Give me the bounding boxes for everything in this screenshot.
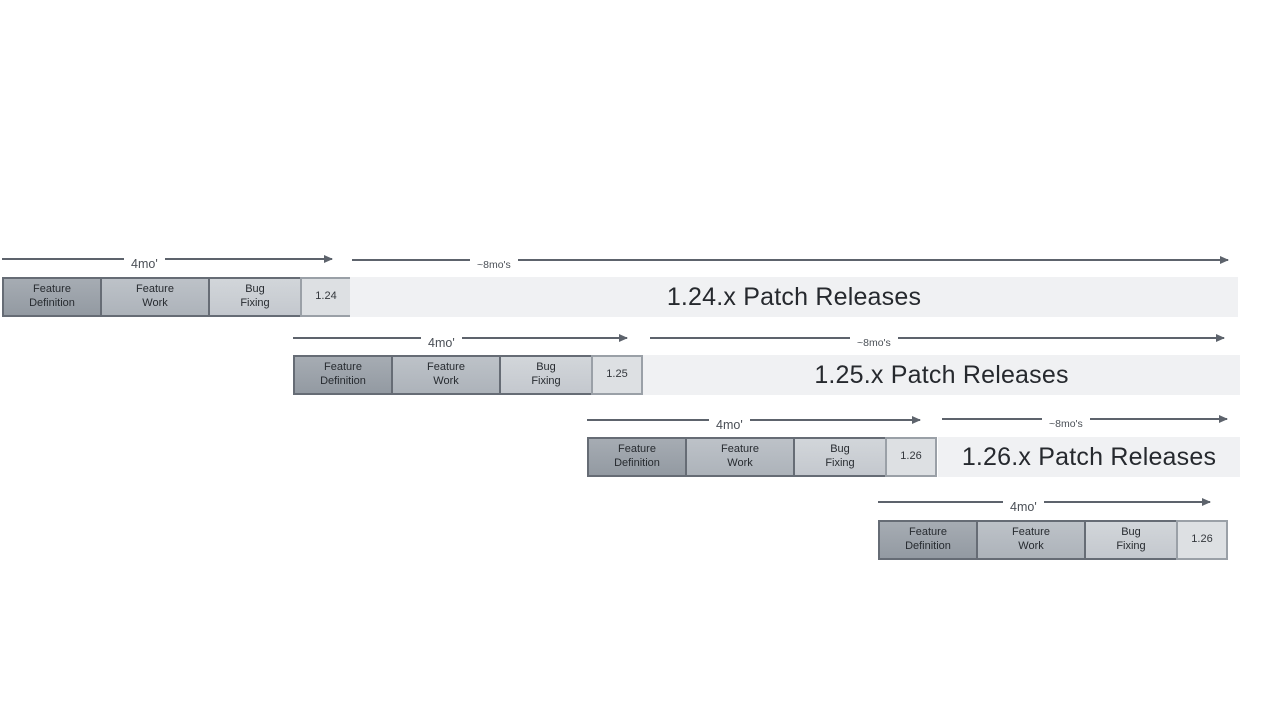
phase-box-bug-fixing: Bug Fixing bbox=[793, 437, 887, 477]
version-box-1.25: 1.25 bbox=[591, 355, 643, 395]
arrow-head-icon bbox=[749, 419, 920, 421]
patch-support-arrow-1.25: ~8mo's bbox=[650, 328, 1224, 349]
arrow-line bbox=[587, 419, 709, 421]
phase-label: Definition bbox=[29, 297, 75, 309]
phase-label: Work bbox=[433, 375, 459, 387]
phase-box-feature-work: Feature Work bbox=[100, 277, 210, 317]
patch-releases-label: 1.26.x Patch Releases bbox=[961, 442, 1217, 471]
patch-duration-label: ~8mo's bbox=[1049, 418, 1083, 430]
arrow-line bbox=[293, 337, 421, 339]
phase-label: Fixing bbox=[531, 375, 561, 387]
arrow-line bbox=[352, 259, 470, 261]
arrow-head-icon bbox=[461, 337, 627, 339]
version-label: 1.26 bbox=[1191, 533, 1213, 546]
phase-box-feature-definition: Feature Definition bbox=[2, 277, 102, 317]
arrow-head-icon bbox=[897, 337, 1224, 339]
phase-label: Feature bbox=[33, 283, 71, 296]
phase-box-bug-fixing: Bug Fixing bbox=[208, 277, 302, 317]
phase-row-1.25: Feature Definition Feature Work Bug Fixi… bbox=[293, 355, 643, 395]
phase-box-feature-work: Feature Work bbox=[391, 355, 501, 395]
phase-label: Feature bbox=[618, 443, 656, 456]
phase-row-1.26: Feature Definition Feature Work Bug Fixi… bbox=[587, 437, 937, 477]
phase-box-feature-work: Feature Work bbox=[976, 520, 1086, 560]
phase-label: Definition bbox=[905, 540, 951, 552]
version-box-1.24: 1.24 bbox=[300, 277, 352, 317]
phase-box-bug-fixing: Bug Fixing bbox=[1084, 520, 1178, 560]
arrow-head-icon bbox=[1043, 501, 1210, 503]
patch-releases-label: 1.25.x Patch Releases bbox=[814, 360, 1069, 389]
phase-label: Feature bbox=[136, 283, 174, 296]
dev-cycle-arrow-1.26: 4mo' bbox=[587, 410, 920, 432]
phase-label: Bug bbox=[830, 443, 850, 456]
phase-label: Fixing bbox=[1116, 540, 1146, 552]
version-label: 1.26 bbox=[900, 450, 922, 463]
phase-label: Feature bbox=[427, 361, 465, 374]
arrow-line bbox=[942, 418, 1042, 420]
patch-releases-label: 1.24.x Patch Releases bbox=[666, 282, 922, 311]
dev-duration-label: 4mo' bbox=[428, 336, 455, 350]
arrow-line bbox=[650, 337, 850, 339]
version-label: 1.24 bbox=[315, 290, 337, 303]
patch-support-arrow-1.26: ~8mo's bbox=[942, 409, 1227, 430]
phase-label: Fixing bbox=[240, 297, 270, 309]
phase-box-feature-definition: Feature Definition bbox=[293, 355, 393, 395]
phase-label: Bug bbox=[536, 361, 556, 374]
arrow-line bbox=[878, 501, 1003, 503]
version-box-next: 1.26 bbox=[1176, 520, 1228, 560]
phase-row-next: Feature Definition Feature Work Bug Fixi… bbox=[878, 520, 1228, 560]
phase-label: Bug bbox=[245, 283, 265, 296]
phase-label: Work bbox=[727, 457, 753, 469]
patch-releases-bar-1.26: 1.26.x Patch Releases bbox=[938, 437, 1240, 477]
patch-support-arrow-1.24: ~8mo's bbox=[352, 250, 1228, 271]
arrow-head-icon bbox=[517, 259, 1228, 261]
phase-box-feature-work: Feature Work bbox=[685, 437, 795, 477]
phase-box-bug-fixing: Bug Fixing bbox=[499, 355, 593, 395]
phase-label: Work bbox=[142, 297, 168, 309]
phase-label: Feature bbox=[324, 361, 362, 374]
phase-label: Work bbox=[1018, 540, 1044, 552]
phase-label: Feature bbox=[909, 526, 947, 539]
arrow-line bbox=[2, 258, 124, 260]
phase-label: Definition bbox=[320, 375, 366, 387]
phase-box-feature-definition: Feature Definition bbox=[587, 437, 687, 477]
dev-duration-label: 4mo' bbox=[131, 257, 158, 271]
arrow-head-icon bbox=[164, 258, 332, 260]
phase-row-1.24: Feature Definition Feature Work Bug Fixi… bbox=[2, 277, 352, 317]
phase-label: Feature bbox=[1012, 526, 1050, 539]
patch-releases-bar-1.25: 1.25.x Patch Releases bbox=[643, 355, 1240, 395]
phase-label: Bug bbox=[1121, 526, 1141, 539]
phase-label: Feature bbox=[721, 443, 759, 456]
dev-cycle-arrow-1.25: 4mo' bbox=[293, 328, 627, 350]
phase-box-feature-definition: Feature Definition bbox=[878, 520, 978, 560]
dev-duration-label: 4mo' bbox=[716, 418, 743, 432]
patch-duration-label: ~8mo's bbox=[857, 337, 891, 349]
dev-cycle-arrow-next: 4mo' bbox=[878, 492, 1210, 514]
dev-cycle-arrow-1.24: 4mo' bbox=[2, 249, 332, 271]
version-box-1.26: 1.26 bbox=[885, 437, 937, 477]
phase-label: Fixing bbox=[825, 457, 855, 469]
patch-releases-bar-1.24: 1.24.x Patch Releases bbox=[350, 277, 1238, 317]
patch-duration-label: ~8mo's bbox=[477, 259, 511, 271]
phase-label: Definition bbox=[614, 457, 660, 469]
version-label: 1.25 bbox=[606, 368, 628, 381]
arrow-head-icon bbox=[1089, 418, 1227, 420]
dev-duration-label: 4mo' bbox=[1010, 500, 1037, 514]
